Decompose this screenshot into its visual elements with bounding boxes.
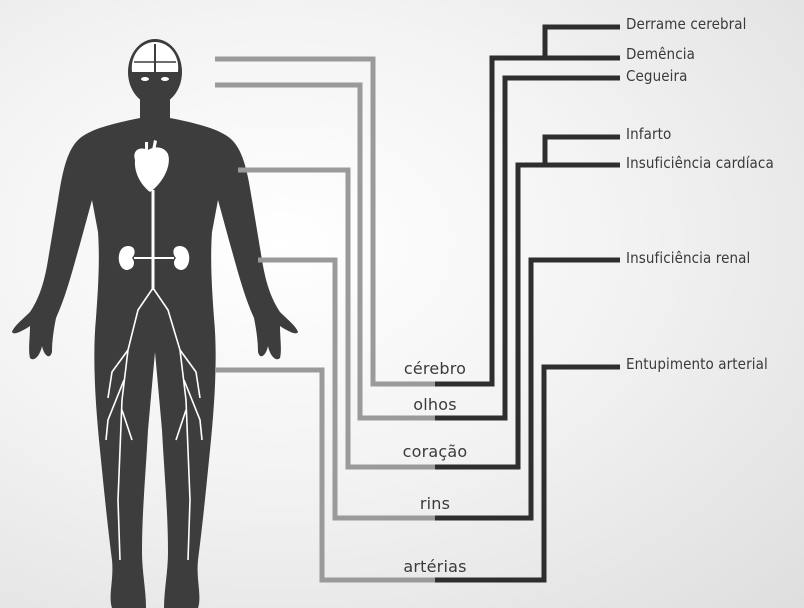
right-eye — [161, 77, 169, 81]
body-connectors — [215, 59, 435, 580]
disease-label-insuf-renal: Insuficiência renal — [626, 249, 750, 267]
human-body-silhouette — [12, 39, 298, 608]
organ-label-olhos: olhos — [413, 395, 457, 414]
disease-label-infarto: Infarto — [626, 125, 671, 143]
body — [12, 118, 298, 608]
connector-arterias-entupimento — [435, 367, 620, 580]
branch-derrame — [545, 27, 620, 58]
connector-arterias — [215, 370, 435, 580]
disease-label-cegueira: Cegueira — [626, 67, 688, 85]
organ-label-arterias: artérias — [403, 557, 466, 576]
disease-label-insuf-cardiaca: Insuficiência cardíaca — [626, 154, 774, 172]
disease-connectors — [435, 27, 620, 580]
organ-label-rins: rins — [420, 494, 450, 513]
branch-infarto — [545, 137, 620, 165]
disease-label-demencia: Demência — [626, 45, 695, 63]
organ-label-coracao: coração — [403, 442, 468, 461]
connector-rins-renal — [435, 260, 620, 518]
disease-label-entupimento: Entupimento arterial — [626, 355, 768, 373]
organ-label-cerebro: cérebro — [404, 359, 466, 378]
left-eye — [141, 77, 149, 81]
disease-label-derrame: Derrame cerebral — [626, 15, 747, 33]
